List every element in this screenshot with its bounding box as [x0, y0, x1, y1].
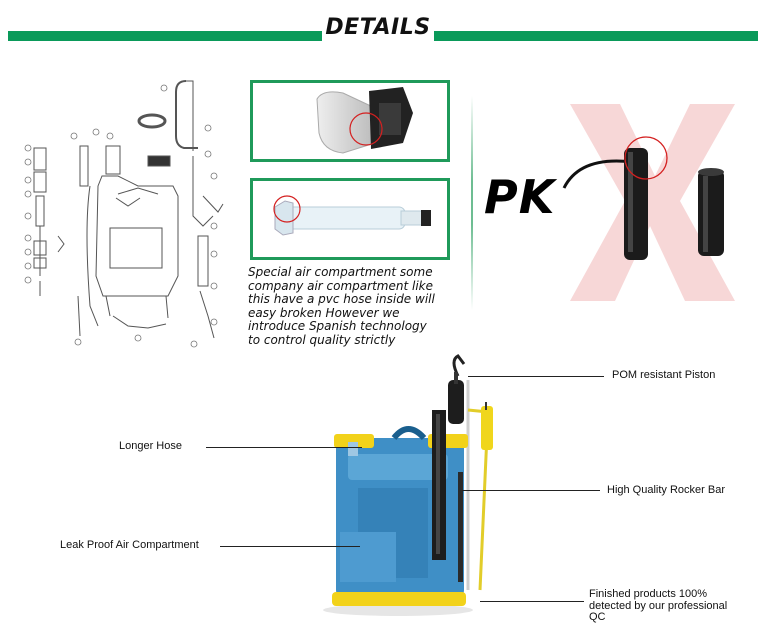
caption-line: easy broken However we — [248, 305, 400, 320]
callout-line-rocker — [462, 490, 600, 491]
exploded-parts-diagram — [24, 80, 224, 348]
caption-line: Special air compartment some — [248, 265, 433, 279]
callout-longer-hose: Longer Hose — [119, 440, 182, 452]
air-compartment-photo-bottom — [250, 178, 450, 260]
caption-line: to control quality strictly — [248, 332, 396, 347]
callout-line-hose — [206, 447, 362, 448]
red-x-icon — [570, 104, 735, 301]
highlight-circle — [349, 112, 383, 146]
callout-qc-line: detected by our professional — [589, 599, 728, 612]
callout-line-qc — [480, 601, 584, 602]
caption-line: introduce Spanish technology — [248, 319, 427, 334]
callout-line-air-compartment — [220, 546, 360, 547]
caption-line: company air compartment like — [248, 278, 433, 293]
callout-qc-line: QC — [589, 611, 606, 623]
page-title: DETAILS — [322, 12, 434, 44]
comparison-label: PK — [484, 170, 556, 224]
header-bar-left — [8, 31, 326, 41]
competitor-comparison-image — [562, 104, 735, 301]
highlight-circle — [624, 136, 668, 180]
header-bar-right — [432, 31, 758, 41]
caption-line: this have a pvc hose inside will — [248, 292, 435, 307]
air-compartment-caption: Special air compartment some company air… — [248, 265, 473, 348]
piston-cap-image — [316, 87, 413, 154]
page-title-text: DETAILS — [325, 15, 431, 40]
callout-qc: Finished products 100% detected by our p… — [589, 588, 728, 624]
callout-qc-line: Finished products 100% — [589, 588, 708, 600]
callout-line-piston — [468, 376, 604, 377]
knapsack-sprayer-image — [323, 354, 493, 616]
callout-rocker-bar: High Quality Rocker Bar — [607, 484, 725, 496]
air-chamber-tube-image — [273, 195, 431, 236]
callout-air-compartment: Leak Proof Air Compartment — [60, 539, 199, 551]
callout-pom-piston: POM resistant Piston — [612, 369, 716, 381]
section-divider — [471, 96, 473, 310]
highlight-circle — [273, 195, 301, 223]
air-compartment-photo-top — [250, 80, 450, 162]
